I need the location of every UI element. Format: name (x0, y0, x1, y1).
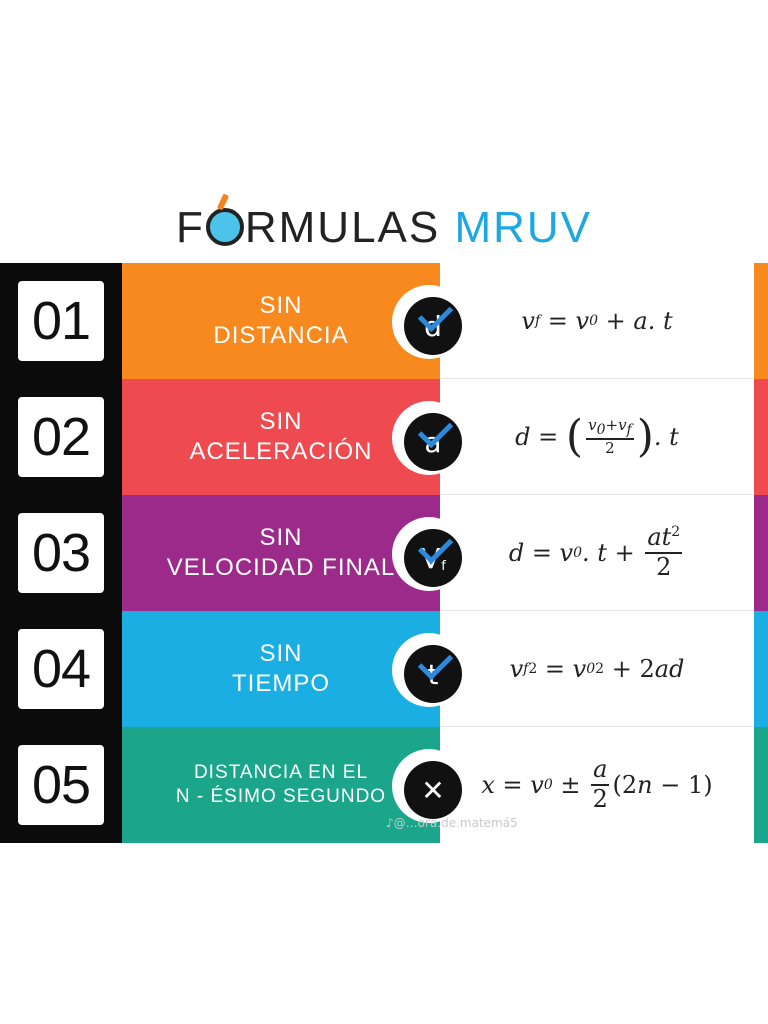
variable-x-icon: ✕ (404, 761, 462, 819)
variable-t-icon: t (404, 644, 462, 703)
row-number: 01 (18, 281, 104, 361)
variable-a-icon: a (404, 412, 462, 471)
watermark: ♪@…ora.de.matemá5 (386, 816, 518, 830)
row-number: 04 (18, 629, 104, 709)
row-number: 02 (18, 397, 104, 477)
row-number: 03 (18, 513, 104, 593)
variable-d-icon: d (404, 296, 462, 355)
logo-icon (205, 208, 244, 246)
row-number: 05 (18, 745, 104, 825)
